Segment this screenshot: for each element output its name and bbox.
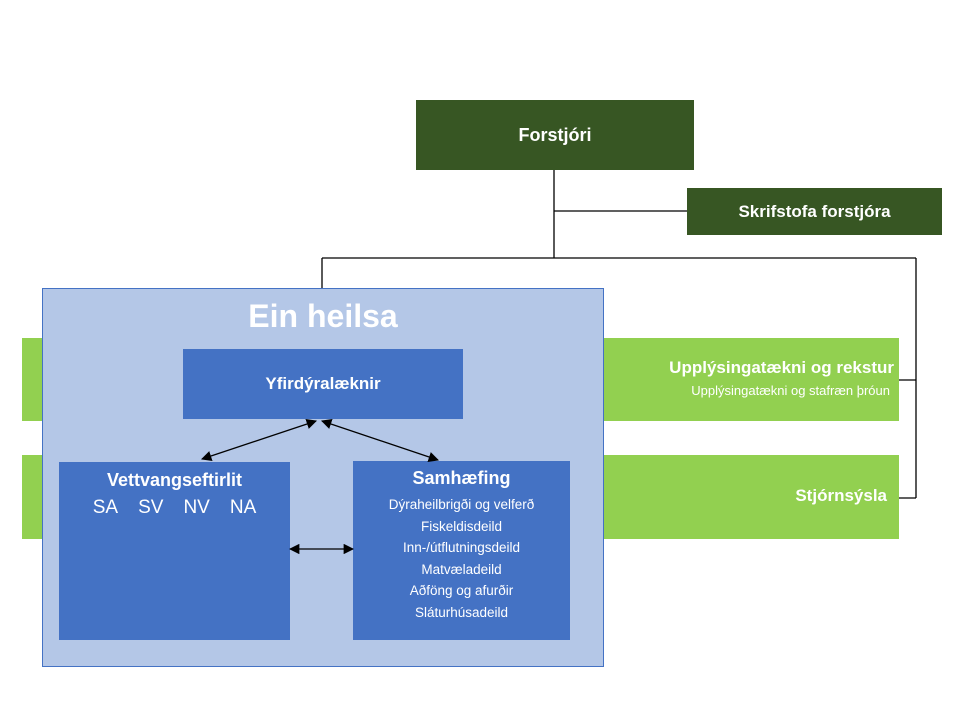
coordination-node: Samhæfing Dýraheilbrigði og velferð Fisk… [353,461,570,640]
department-item: Matvæladeild [421,561,502,577]
field-inspection-title: Vettvangseftirlit [106,470,243,490]
department-item: Inn-/útflutningsdeild [402,540,521,555]
region-item: SA [92,497,119,518]
director-node: Forstjóri [416,100,694,170]
chief-vet-to-field-arrow [201,419,317,461]
region-list: SA SV NV NA [59,497,290,519]
department-list: Dýraheilbrigði og velferð Fiskeldisdeild… [353,494,570,623]
region-item: NA [229,497,257,518]
coordination-title: Samhæfing [412,468,511,488]
region-item: NV [183,497,210,518]
director-office-label: Skrifstofa forstjóra [738,201,891,221]
administration-node: Stjórnsýsla [795,486,887,505]
chief-vet-label: Yfirdýralæknir [265,374,381,393]
it-ops-node: Upplýsingatækni og rekstur Upplýsingatæk… [604,338,894,421]
department-item: Sláturhúsadeild [414,604,509,620]
region-item: SV [138,497,164,518]
chief-vet-to-coordination-arrow [321,419,439,462]
director-office-node: Skrifstofa forstjóra [687,188,942,235]
one-health-title: Ein heilsa [248,298,398,334]
director-label: Forstjóri [518,124,592,145]
department-item: Dýraheilbrigði og velferð [388,497,535,512]
department-item: Aðföng og afurðir [409,583,514,598]
chief-vet-node: Yfirdýralæknir [183,349,463,419]
field-inspection-node: Vettvangseftirlit SA SV NV NA [59,462,290,640]
it-ops-subtitle: Upplýsingatækni og stafræn þróun [691,383,890,398]
it-ops-title: Upplýsingatækni og rekstur [669,358,894,377]
department-item: Fiskeldisdeild [420,518,503,534]
